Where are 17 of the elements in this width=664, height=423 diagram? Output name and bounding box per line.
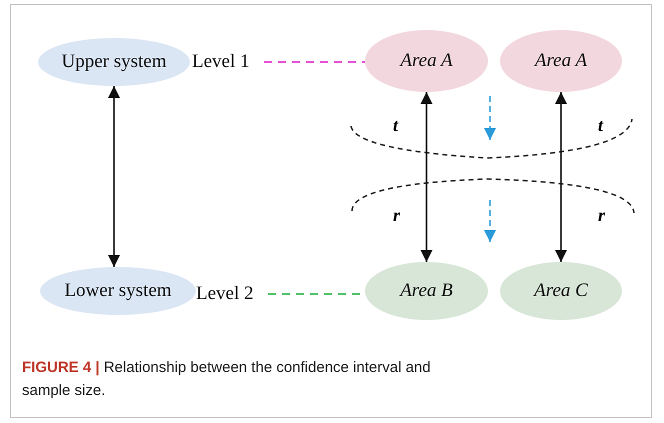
variable-label: t	[598, 115, 604, 135]
area-ellipse: Area A	[500, 30, 622, 92]
system-ellipse: Upper system	[38, 38, 190, 86]
area-ellipse: Area C	[500, 262, 622, 320]
figure-caption: FIGURE 4 | Relationship between the confidence interval and sample size.	[22, 358, 432, 401]
level-label: Level 2	[196, 282, 268, 306]
area-ellipse: Area A	[365, 30, 488, 92]
variable-label: r	[393, 205, 400, 225]
system-ellipse: Lower system	[40, 267, 196, 315]
arrow	[420, 92, 432, 262]
dashed-line	[264, 61, 365, 63]
variable-label: r	[598, 205, 606, 225]
level-label: Level 1	[192, 50, 264, 74]
arrow	[108, 86, 120, 267]
area-ellipse: Area B	[365, 262, 488, 320]
variable-label: t	[393, 115, 398, 135]
arrow	[555, 92, 567, 262]
